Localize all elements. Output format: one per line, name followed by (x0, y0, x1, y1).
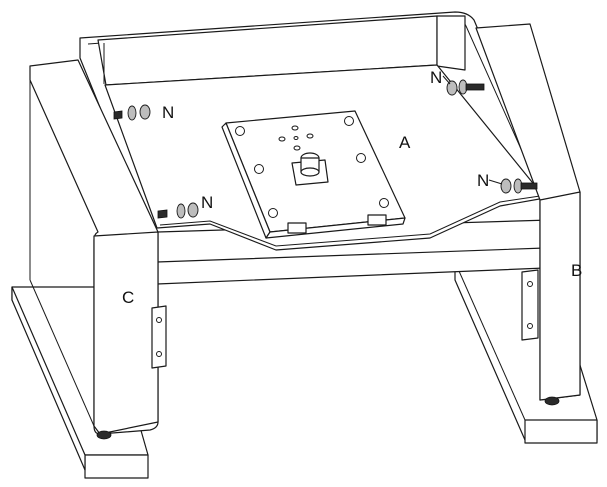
right-leg (475, 23, 581, 406)
mounting-plate (221, 110, 406, 239)
leader-upper-right (442, 75, 451, 85)
label-plate: A (399, 133, 411, 152)
label-right-leg: B (571, 261, 582, 280)
leader-lower-right (488, 179, 503, 185)
label-nut-lower-right: N (477, 171, 489, 190)
hardware-lower-right (500, 178, 538, 194)
left-leg (29, 59, 167, 440)
label-nut-lower-left: N (201, 193, 213, 212)
hardware-upper-left (113, 104, 151, 121)
label-nut-upper-left: N (162, 103, 174, 122)
label-nut-upper-right: N (430, 68, 442, 87)
hardware-upper-right (446, 79, 485, 96)
label-left-leg: C (122, 288, 134, 307)
hardware-lower-left (157, 202, 199, 219)
